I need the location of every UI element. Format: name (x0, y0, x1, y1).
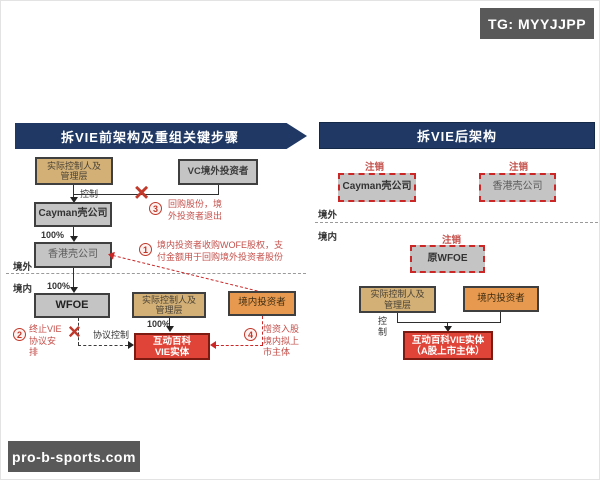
tg-badge: TG: MYYJJPP (480, 8, 594, 39)
right-box-former-wfoe-label: 原WFOE (427, 252, 468, 264)
edge-vc-horizontal (73, 194, 219, 195)
step-1-number: 1 (139, 243, 152, 256)
right-box-vie-entity-label: 互动百科VIE实体 （A股上市主体） (411, 334, 485, 357)
right-box-vie-entity: 互动百科VIE实体 （A股上市主体） (403, 331, 493, 360)
edge-label-agreement-control: 协议控制 (93, 330, 130, 340)
arrowhead-left-red-icon (210, 341, 216, 349)
right-box-domestic-investor: 境内投资者 (463, 286, 539, 312)
left-box-hk-shell-label: 香港壳公司 (48, 248, 98, 260)
left-box-domestic-investor: 境内投资者 (228, 291, 296, 316)
arrowhead-down-icon (69, 197, 78, 203)
right-box-actual-controller-label: 实际控制人及 管理层 (370, 289, 425, 310)
right-edge-controller-drop (397, 313, 398, 323)
step-1-number-label: 1 (142, 244, 148, 255)
arrowhead-down-icon (165, 326, 174, 332)
edge-label-100pct-wfoe: 100% (47, 281, 71, 291)
right-edge-merge-drop (447, 322, 448, 328)
left-box-domestic-investor-label: 境内投资者 (238, 297, 286, 309)
edge-domestic-vie-dashed-v (262, 316, 263, 345)
step-2-number-label: 2 (16, 329, 22, 340)
left-box-wfoe: WFOE (34, 293, 110, 318)
left-box-cayman-shell: Cayman壳公司 (34, 202, 112, 227)
severed-link-x-icon: × (134, 177, 150, 207)
step-3-text: 回购股份，境 外投资者退出 (168, 199, 223, 221)
edge-wfoe-vie-dashed-h (78, 345, 128, 346)
step-4-number-label: 4 (247, 329, 253, 340)
left-box-wfoe-label: WFOE (55, 299, 89, 312)
edge-wfoe-vie-dashed-v (78, 318, 79, 345)
right-border-divider (315, 222, 598, 223)
left-box-vc-offshore-investor-label: VC境外投资者 (187, 165, 249, 177)
left-box-actual-controller-top: 实际控制人及 管理层 (35, 157, 113, 185)
left-panel-title: 拆VIE前架构及重组关键步骤 (61, 129, 239, 145)
right-box-cayman-shell-label: Cayman壳公司 (342, 181, 412, 193)
arrowhead-down-icon (69, 236, 78, 242)
arrowhead-right-icon (128, 341, 134, 349)
right-edge-label-control: 控 制 (378, 316, 388, 337)
right-box-hk-shell-label: 香港壳公司 (492, 181, 543, 193)
left-onshore-label: 境内 (13, 284, 33, 295)
arrowhead-down-icon (69, 287, 78, 293)
left-panel-title-banner: 拆VIE前架构及重组关键步骤 (15, 123, 307, 149)
edge-vc-drop (218, 185, 219, 195)
tg-badge-label: TG: MYYJJPP (487, 15, 587, 32)
edge-hk-wfoe (73, 268, 74, 289)
cancel-label-hk: 注销 (509, 162, 529, 173)
step-2-number: 2 (13, 328, 26, 341)
arrowhead-left-red-icon (107, 250, 115, 260)
left-box-vie-entity: 互动百科 VIE实体 (134, 333, 210, 360)
step-4-text: 增资入股 境内拟上 市主体 (263, 324, 300, 357)
left-box-actual-controller-mid-label: 实际控制人及 管理层 (141, 294, 196, 316)
right-panel-title: 拆VIE后架构 (417, 129, 497, 144)
right-box-cayman-shell: Cayman壳公司 (338, 173, 416, 202)
left-offshore-label: 境外 (13, 262, 33, 273)
right-edge-investor-drop (500, 312, 501, 323)
step-3-number-label: 3 (152, 203, 158, 214)
left-box-vc-offshore-investor: VC境外投资者 (178, 159, 258, 185)
edge-domestic-vie-dashed-h (216, 345, 263, 346)
right-box-hk-shell: 香港壳公司 (479, 173, 556, 202)
left-box-hk-shell: 香港壳公司 (34, 242, 112, 268)
edge-controller-cayman (73, 185, 74, 199)
edge-label-100pct-cayman: 100% (41, 230, 65, 240)
right-onshore-label: 境内 (318, 232, 338, 243)
edge-cayman-hk (73, 227, 74, 238)
left-border-divider (6, 273, 306, 274)
cancel-label-cayman: 注销 (365, 162, 385, 173)
right-box-former-wfoe: 原WFOE (410, 245, 485, 273)
step-2-text: 终止VIE 协议安 排 (29, 324, 62, 357)
step-3-number: 3 (149, 202, 162, 215)
right-box-domestic-investor-label: 境内投资者 (477, 292, 525, 304)
left-box-actual-controller-top-label: 实际控制人及 管理层 (46, 160, 101, 182)
right-edge-merge-horizontal (397, 322, 501, 323)
severed-vie-x-icon: × (68, 319, 81, 344)
right-offshore-label: 境外 (318, 210, 338, 221)
left-box-vie-entity-label: 互动百科 VIE实体 (152, 335, 191, 358)
right-panel-title-banner: 拆VIE后架构 (319, 122, 595, 149)
step-4-number: 4 (244, 328, 257, 341)
watermark-label: pro-b-sports.com (12, 448, 136, 465)
step-1-text: 境内投资者收购WOFE股权，支 付金额用于回购境外投资者股份 (157, 240, 284, 262)
left-box-cayman-shell-label: Cayman壳公司 (38, 208, 108, 220)
edge-label-100pct-vie: 100% (147, 319, 171, 329)
cancel-label-wfoe: 注销 (442, 235, 462, 246)
edge-controller-vie (169, 318, 170, 328)
right-box-actual-controller: 实际控制人及 管理层 (359, 286, 436, 313)
left-box-actual-controller-mid: 实际控制人及 管理层 (132, 292, 206, 318)
arrowhead-down-icon (443, 326, 452, 332)
watermark-badge: pro-b-sports.com (8, 441, 140, 472)
